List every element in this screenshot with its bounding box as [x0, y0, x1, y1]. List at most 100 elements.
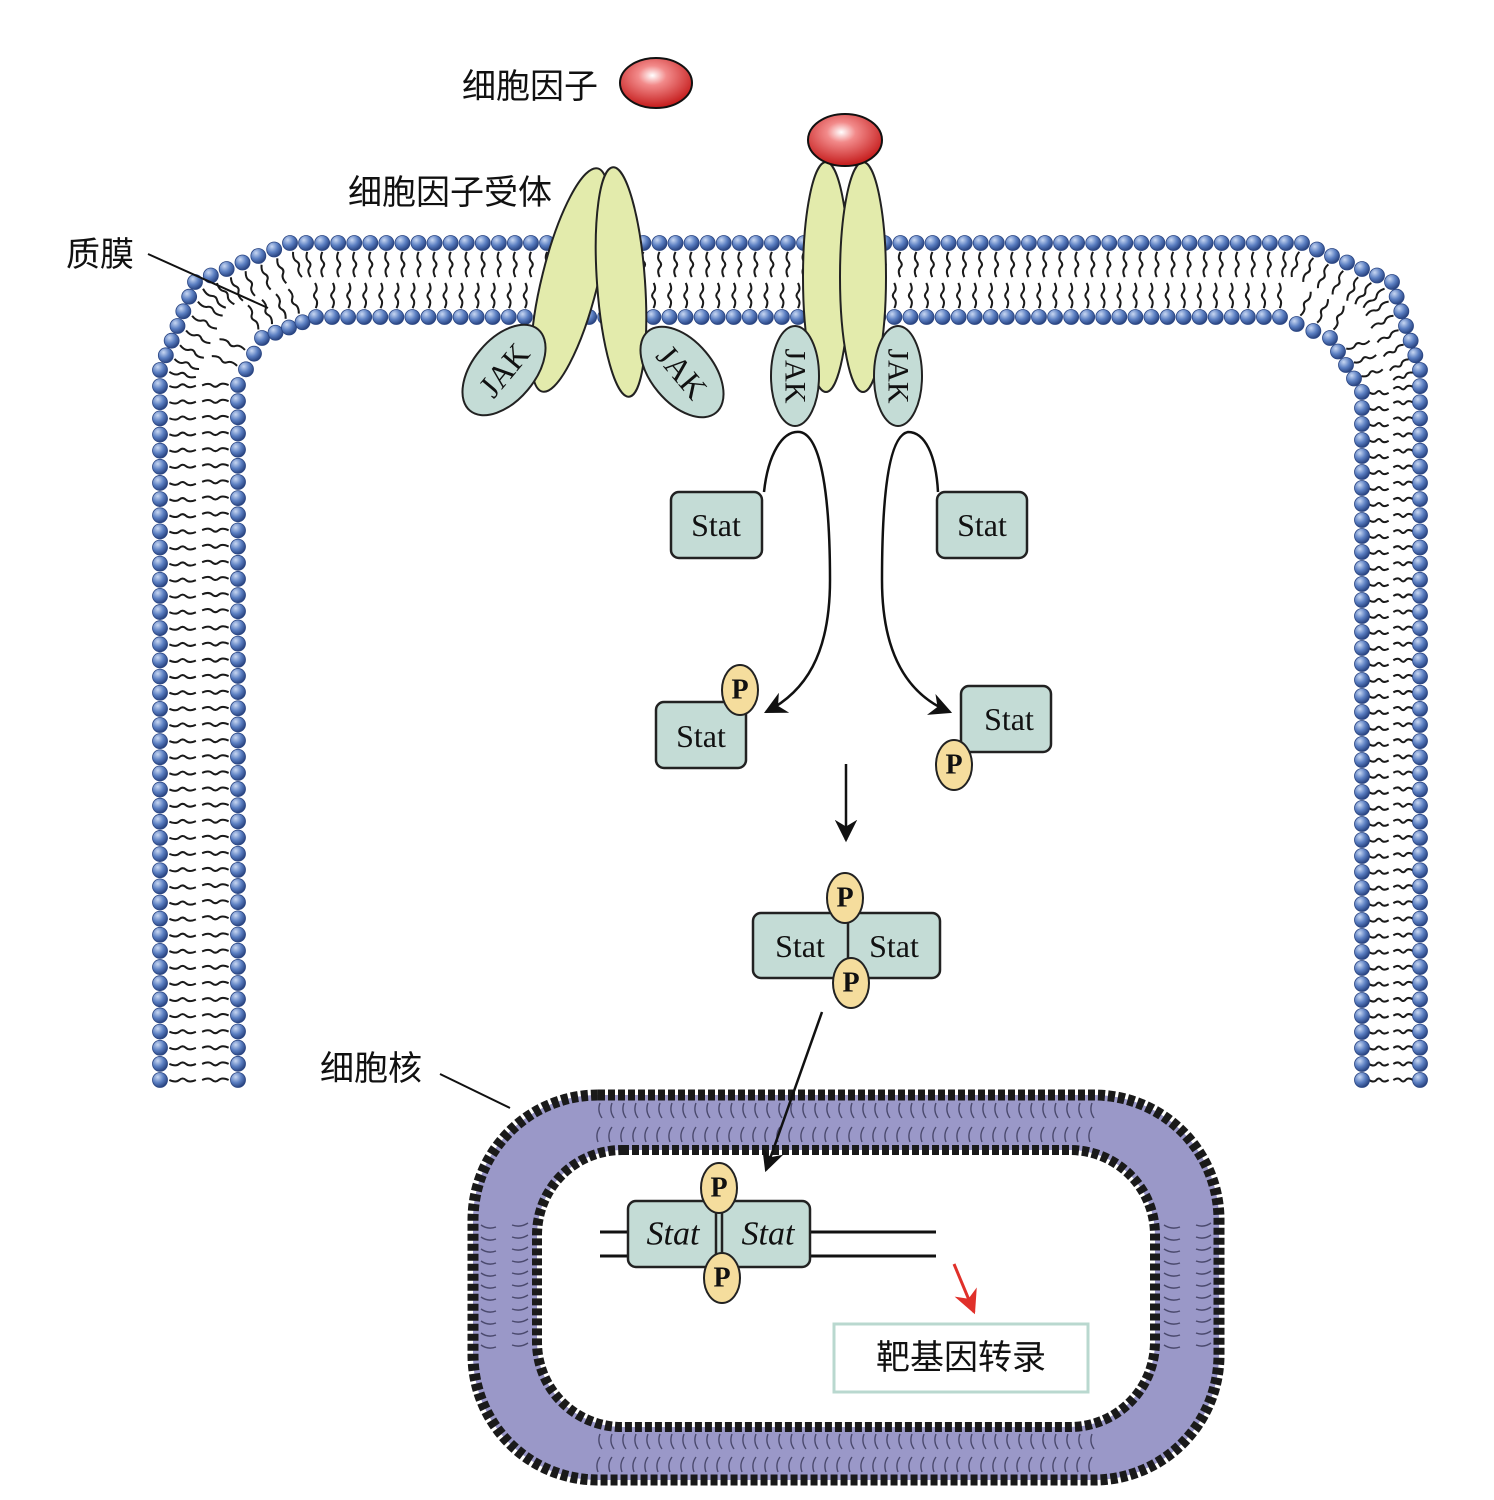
- lipid-head: [420, 309, 437, 325]
- lipid-tail: [1368, 533, 1390, 540]
- lipid-tail: [202, 288, 227, 309]
- lipid-tail: [1368, 981, 1390, 987]
- lipid-tail: [1180, 282, 1186, 309]
- lipid-tail: [201, 1045, 230, 1051]
- lipid-tail: [1368, 693, 1390, 699]
- lipid-head: [362, 235, 379, 251]
- lipid-head: [1412, 491, 1428, 507]
- nuclear-lipid-tail: [1088, 1456, 1093, 1473]
- lipid-tail: [1368, 454, 1390, 460]
- lipid-tail: [1020, 282, 1026, 309]
- nuclear-lipid-tail: [740, 1126, 745, 1143]
- lipid-tail: [168, 658, 197, 664]
- lipid-head: [1085, 235, 1102, 251]
- membrane-leader-line: [147, 253, 269, 309]
- nuclear-lipid-tail: [622, 1102, 627, 1119]
- lipid-head: [372, 309, 389, 325]
- lipid-tail: [1068, 282, 1074, 309]
- lipid-head: [230, 878, 246, 894]
- lipid-head: [152, 1055, 168, 1072]
- nuclear-lipid-tail: [838, 1102, 843, 1119]
- nuclear-lipid-tail: [958, 1102, 963, 1119]
- lipid-tail: [1392, 577, 1414, 583]
- lipid-tail: [1368, 757, 1390, 763]
- nuclear-lipid-tail: [608, 1126, 613, 1143]
- nuclear-lipid-tail: [872, 1456, 877, 1473]
- lipid-tail: [168, 593, 197, 599]
- nuclear-lipid-tail: [1064, 1126, 1069, 1143]
- lipid-tail: [426, 282, 432, 309]
- lipid-head: [1330, 343, 1346, 360]
- lipid-tail: [1368, 997, 1390, 1003]
- nuclear-lipid-tail: [634, 1433, 639, 1450]
- lipid-head: [1412, 700, 1428, 717]
- lipid-head: [1021, 235, 1037, 251]
- nuclear-lipid-tail: [1052, 1126, 1057, 1143]
- nuclear-lipid-tail: [970, 1433, 975, 1450]
- nuclear-lipid-tail: [694, 1102, 699, 1119]
- nuclear-lipid-tail: [896, 1126, 901, 1143]
- lipid-head: [230, 732, 246, 749]
- nuclear-lipid-tail: [862, 1433, 867, 1450]
- lipid-head: [1354, 672, 1370, 688]
- nuclear-lipid-tail: [1163, 1308, 1181, 1313]
- lipid-tail: [201, 882, 230, 889]
- lipid-head: [152, 926, 168, 943]
- lipid-head: [230, 797, 246, 814]
- stat-label: Stat: [775, 928, 825, 964]
- lipid-tail: [201, 479, 230, 485]
- lipid-tail: [1368, 1061, 1390, 1067]
- nuclear-lipid-tail: [896, 1456, 901, 1473]
- lipid-head: [163, 332, 180, 349]
- lipid-head: [230, 635, 246, 652]
- stat-protein: [959, 684, 1053, 754]
- lipid-tail: [185, 329, 211, 345]
- lipid-tail: [319, 251, 326, 278]
- lipid-tail: [168, 818, 197, 825]
- lipid-tail: [362, 282, 368, 309]
- lipid-head: [1354, 752, 1370, 768]
- lipid-head: [230, 425, 246, 442]
- nuclear-envelope: [467, 1089, 1225, 1486]
- lipid-tail: [1074, 251, 1080, 278]
- lipid-head: [1412, 781, 1428, 798]
- lipid-head: [1004, 235, 1021, 251]
- lipid-tail: [330, 282, 336, 309]
- lipid-head: [152, 733, 168, 750]
- lipid-tail: [1368, 709, 1390, 715]
- lipid-head: [152, 717, 168, 733]
- nuclear-lipid-tail: [658, 1433, 663, 1450]
- nuclear-lipid-tail: [1163, 1332, 1181, 1337]
- nuclear-lipid-tail: [800, 1126, 805, 1143]
- nuclear-lipid-tail: [1054, 1102, 1059, 1119]
- lipid-tail: [1392, 770, 1414, 776]
- lipid-head: [998, 309, 1015, 325]
- nuclear-lipid-tail: [992, 1456, 997, 1473]
- lipid-head: [250, 248, 267, 264]
- lipid-head: [886, 309, 903, 325]
- lipid-head: [940, 235, 957, 251]
- lipid-head: [152, 991, 168, 1008]
- lipid-tail: [1316, 263, 1330, 289]
- lipid-tail: [1368, 581, 1390, 588]
- nuclear-lipid-tail: [634, 1102, 639, 1119]
- inactive-receptor: JAK JAK: [461, 166, 725, 419]
- lipid-tail: [168, 997, 197, 1003]
- bound-cytokine-icon: [807, 113, 883, 167]
- lipid-tail: [779, 282, 785, 309]
- lipid-tail: [201, 705, 230, 711]
- lipid-tail: [1122, 251, 1128, 278]
- lipid-head: [230, 474, 246, 490]
- lipid-tail: [1346, 276, 1359, 301]
- lipid-head: [152, 878, 168, 895]
- lipid-head: [1412, 862, 1428, 879]
- lipid-tail: [1026, 251, 1032, 278]
- lipid-head: [1053, 235, 1069, 251]
- lipid-head: [152, 684, 168, 701]
- lipid-tail: [168, 463, 197, 469]
- lipid-tail: [201, 657, 230, 663]
- lipid-tail: [464, 251, 470, 278]
- lipid-tail: [1148, 282, 1154, 309]
- lipid-head: [230, 1072, 246, 1088]
- lipid-head: [1278, 235, 1294, 251]
